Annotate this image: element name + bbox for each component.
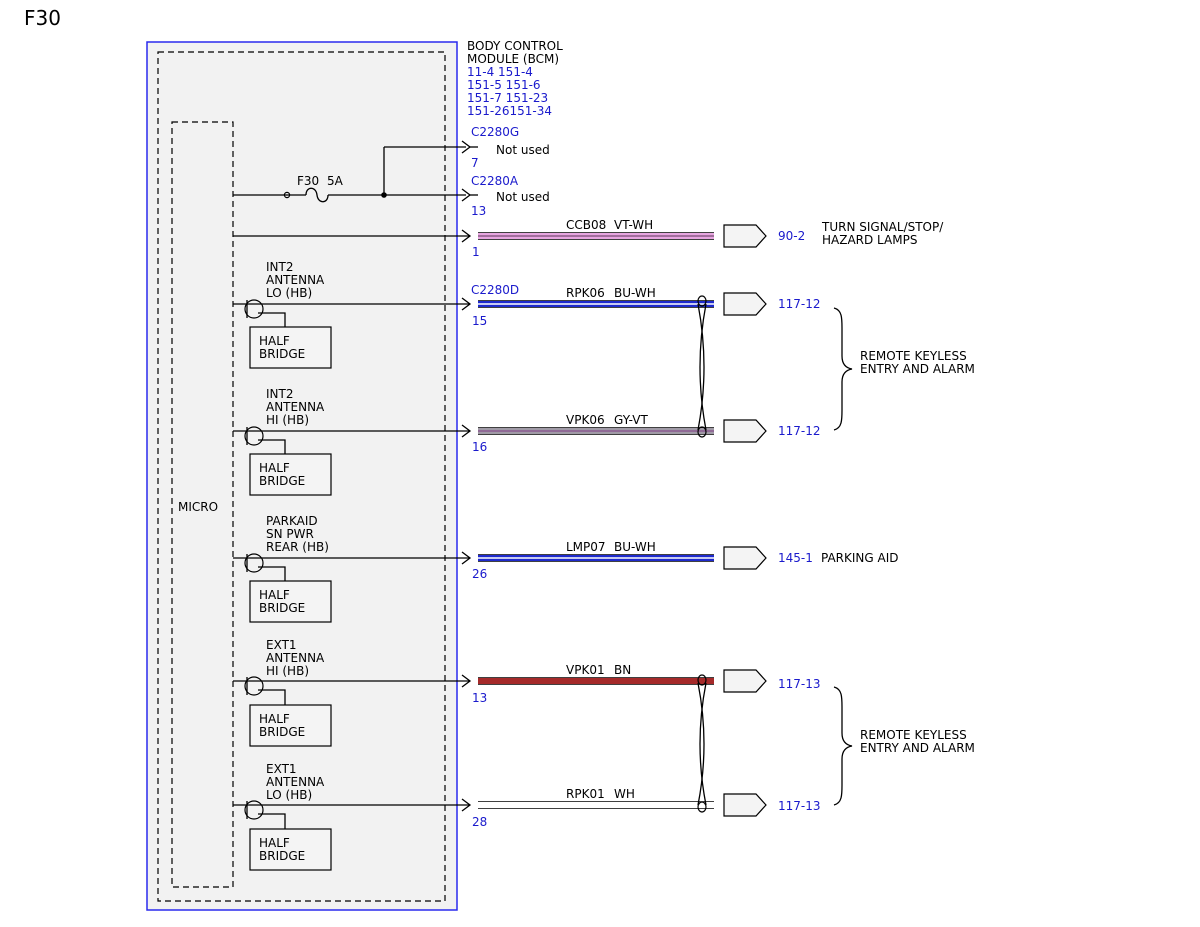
unused-pin-2-number: 13 xyxy=(471,204,486,218)
unused-pin-1-connector: C2280G xyxy=(471,125,519,139)
group-1-label-line-1: REMOTE KEYLESS xyxy=(860,349,967,363)
unused-pin-2-connector: C2280A xyxy=(471,174,519,188)
circuit-4-color-code: BU-WH xyxy=(614,540,656,554)
circuit-5-half-bridge-line-1: HALF xyxy=(259,712,290,726)
module-ref-line-2: 151-5 151-6 xyxy=(467,78,541,92)
circuit-vpk06 xyxy=(233,419,767,496)
circuit-4-func-line-3: REAR (HB) xyxy=(266,540,329,554)
circuit-6-func-line-2: ANTENNA xyxy=(266,775,325,789)
module-ref-line-3: 151-7 151-23 xyxy=(467,91,548,105)
circuit-6-half-bridge-line-2: BRIDGE xyxy=(259,849,305,863)
unused-pin-2-note: Not used xyxy=(496,190,550,204)
circuit-4-half-bridge-line-2: BRIDGE xyxy=(259,601,305,615)
page-title: F30 xyxy=(24,6,61,30)
circuit-1-pin: 1 xyxy=(472,245,480,259)
circuit-rpk06 xyxy=(233,292,767,369)
unused-pin-1-number: 7 xyxy=(471,156,479,170)
circuit-5-func-line-3: HI (HB) xyxy=(266,664,309,678)
circuit-2-func-line-2: ANTENNA xyxy=(266,273,325,287)
fuse-name: F30 xyxy=(297,174,319,188)
circuit-6-color-code: WH xyxy=(614,787,635,801)
circuit-2-func-line-3: LO (HB) xyxy=(266,286,312,300)
circuit-1-ref[interactable]: 90-2 xyxy=(778,229,805,243)
circuit-1-dest-line-1: TURN SIGNAL/STOP/ xyxy=(821,220,944,234)
circuit-lmp07 xyxy=(233,546,767,623)
circuit-2-pin: 15 xyxy=(472,314,487,328)
circuit-2-func-line-1: INT2 xyxy=(266,260,293,274)
micro-boundary xyxy=(171,121,234,888)
circuit-6-wire: RPK01 xyxy=(566,787,605,801)
circuit-4-wire: LMP07 xyxy=(566,540,606,554)
circuit-4-func-line-2: SN PWR xyxy=(266,527,314,541)
circuit-3-func-line-3: HI (HB) xyxy=(266,413,309,427)
circuit-1-color-code: VT-WH xyxy=(614,218,653,232)
circuit-3-half-bridge-line-2: BRIDGE xyxy=(259,474,305,488)
circuit-3-pin: 16 xyxy=(472,440,487,454)
circuit-6-ref[interactable]: 117-13 xyxy=(778,799,821,813)
group-1-label-line-2: ENTRY AND ALARM xyxy=(860,362,975,376)
module-internal-boundary xyxy=(157,51,446,902)
circuit-3-ref[interactable]: 117-12 xyxy=(778,424,821,438)
unused-pin-1-note: Not used xyxy=(496,143,550,157)
group-2-label-line-2: ENTRY AND ALARM xyxy=(860,741,975,755)
circuit-2-half-bridge-line-2: BRIDGE xyxy=(259,347,305,361)
circuit-ccb08 xyxy=(233,224,767,248)
unused-pin-c2280g xyxy=(461,140,478,154)
circuit-5-color-code: BN xyxy=(614,663,631,677)
circuit-2-half-bridge-line-1: HALF xyxy=(259,334,290,348)
circuit-5-wire: VPK01 xyxy=(566,663,605,677)
module-name-line-2: MODULE (BCM) xyxy=(467,52,559,66)
circuit-6-half-bridge-line-1: HALF xyxy=(259,836,290,850)
circuit-rpk01 xyxy=(233,793,767,871)
circuit-2-connector: C2280D xyxy=(471,283,519,297)
fuse-rating: 5A xyxy=(327,174,344,188)
circuit-vpk01 xyxy=(233,669,767,747)
module-ref-line-1: 11-4 151-4 xyxy=(467,65,533,79)
circuit-4-func-line-1: PARKAID xyxy=(266,514,318,528)
circuit-5-pin: 13 xyxy=(472,691,487,705)
circuit-2-wire: RPK06 xyxy=(566,286,605,300)
circuit-5-ref[interactable]: 117-13 xyxy=(778,677,821,691)
module-name-line-1: BODY CONTROL xyxy=(467,39,563,53)
circuit-4-dest: PARKING AID xyxy=(821,551,899,565)
circuit-5-half-bridge-line-2: BRIDGE xyxy=(259,725,305,739)
circuit-3-color-code: GY-VT xyxy=(614,413,648,427)
circuit-4-half-bridge-line-1: HALF xyxy=(259,588,290,602)
unused-pin-c2280a xyxy=(461,188,478,202)
circuit-5-func-line-2: ANTENNA xyxy=(266,651,325,665)
module-ref-line-4: 151-26151-34 xyxy=(467,104,552,118)
circuit-5-func-line-1: EXT1 xyxy=(266,638,297,652)
circuit-4-pin: 26 xyxy=(472,567,487,581)
circuit-2-ref[interactable]: 117-12 xyxy=(778,297,821,311)
group-2-label-line-1: REMOTE KEYLESS xyxy=(860,728,967,742)
circuit-6-pin: 28 xyxy=(472,815,487,829)
fuse-feed xyxy=(233,146,466,203)
circuit-6-func-line-1: EXT1 xyxy=(266,762,297,776)
twisted-pair-2 xyxy=(697,674,707,813)
circuit-3-func-line-2: ANTENNA xyxy=(266,400,325,414)
circuit-3-func-line-1: INT2 xyxy=(266,387,293,401)
circuit-2-color-code: BU-WH xyxy=(614,286,656,300)
twisted-pair-1 xyxy=(697,295,707,438)
circuit-1-wire: CCB08 xyxy=(566,218,606,232)
circuit-6-func-line-3: LO (HB) xyxy=(266,788,312,802)
circuit-4-ref[interactable]: 145-1 xyxy=(778,551,813,565)
group-brace-2 xyxy=(833,686,853,806)
circuit-3-wire: VPK06 xyxy=(566,413,605,427)
circuit-3-half-bridge-line-1: HALF xyxy=(259,461,290,475)
circuit-1-dest-line-2: HAZARD LAMPS xyxy=(822,233,917,247)
group-brace-1 xyxy=(833,307,853,431)
micro-label: MICRO xyxy=(178,500,218,514)
